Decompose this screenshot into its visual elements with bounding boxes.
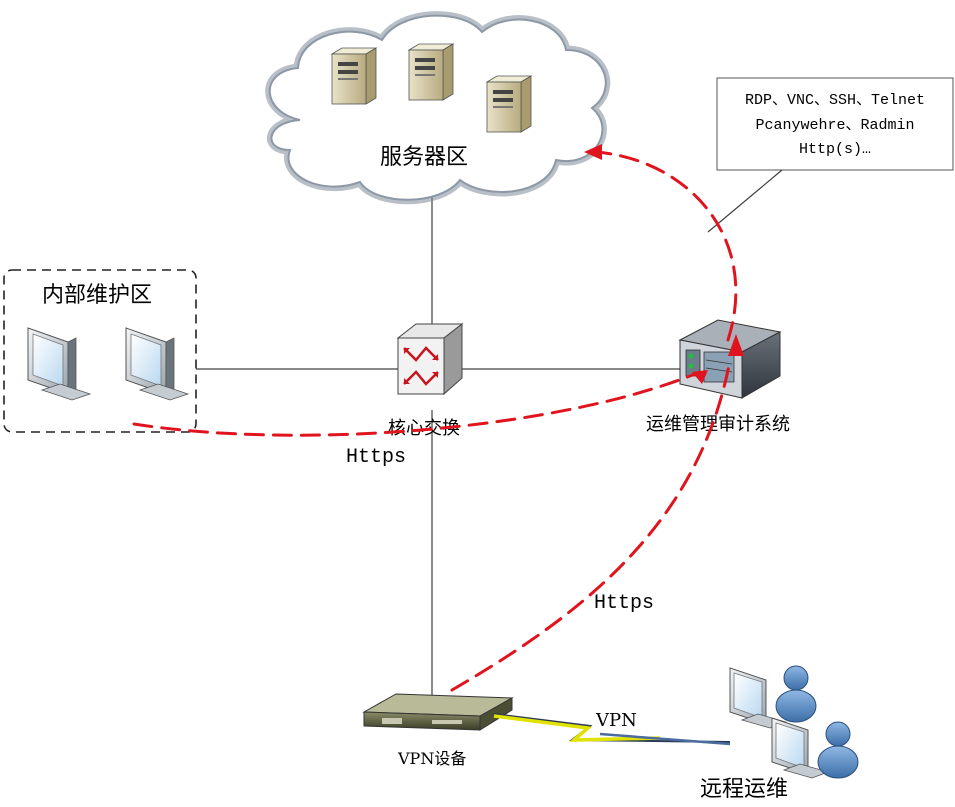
arrowhead-icon — [728, 334, 744, 356]
protocol-line-3: Http(s)… — [799, 141, 871, 158]
access-paths — [132, 150, 738, 692]
arrowhead-icon — [584, 144, 602, 160]
server-zone-label: 服务器区 — [380, 145, 468, 170]
https-label-right: Https — [594, 592, 654, 615]
vpn-device-icon — [362, 693, 514, 731]
audit-system-label: 运维管理审计系统 — [646, 414, 790, 435]
vpn-link — [493, 713, 731, 746]
person-icon — [817, 721, 859, 779]
internal-zone-label: 内部维护区 — [42, 283, 152, 308]
callout-line — [707, 169, 783, 233]
person-icon — [775, 665, 817, 723]
remote-workstation-icon — [729, 667, 788, 729]
server-icon — [407, 43, 455, 101]
path-vpn-to-audit — [450, 358, 732, 692]
core-switch-icon — [396, 322, 464, 396]
vpn-device-label: VPN设备 — [397, 749, 466, 768]
workstation-monitor-icon — [125, 327, 190, 401]
internal-zone: 内部维护区 — [3, 269, 197, 433]
workstation-monitor-icon — [27, 327, 92, 401]
protocol-line-1: RDP、VNC、SSH、Telnet — [745, 92, 925, 109]
path-internal-to-audit — [132, 370, 702, 437]
network-links — [196, 169, 783, 700]
protocol-line-2: Pcanywehre、Radmin — [755, 117, 914, 134]
server-icon — [485, 75, 533, 133]
access-path-arrows — [584, 144, 744, 384]
vpn-link-label: VPN — [595, 710, 637, 731]
protocol-callout: RDP、VNC、SSH、Telnet Pcanywehre、Radmin Htt… — [716, 77, 954, 171]
server-zone-cloud — [265, 11, 611, 205]
remote-workstation-icon — [771, 717, 830, 779]
server-icon — [330, 47, 378, 105]
remote-ops-label: 远程运维 — [700, 777, 788, 802]
arrowhead-icon — [692, 370, 708, 384]
path-audit-to-servers — [594, 150, 738, 342]
https-label-left: Https — [346, 446, 406, 469]
